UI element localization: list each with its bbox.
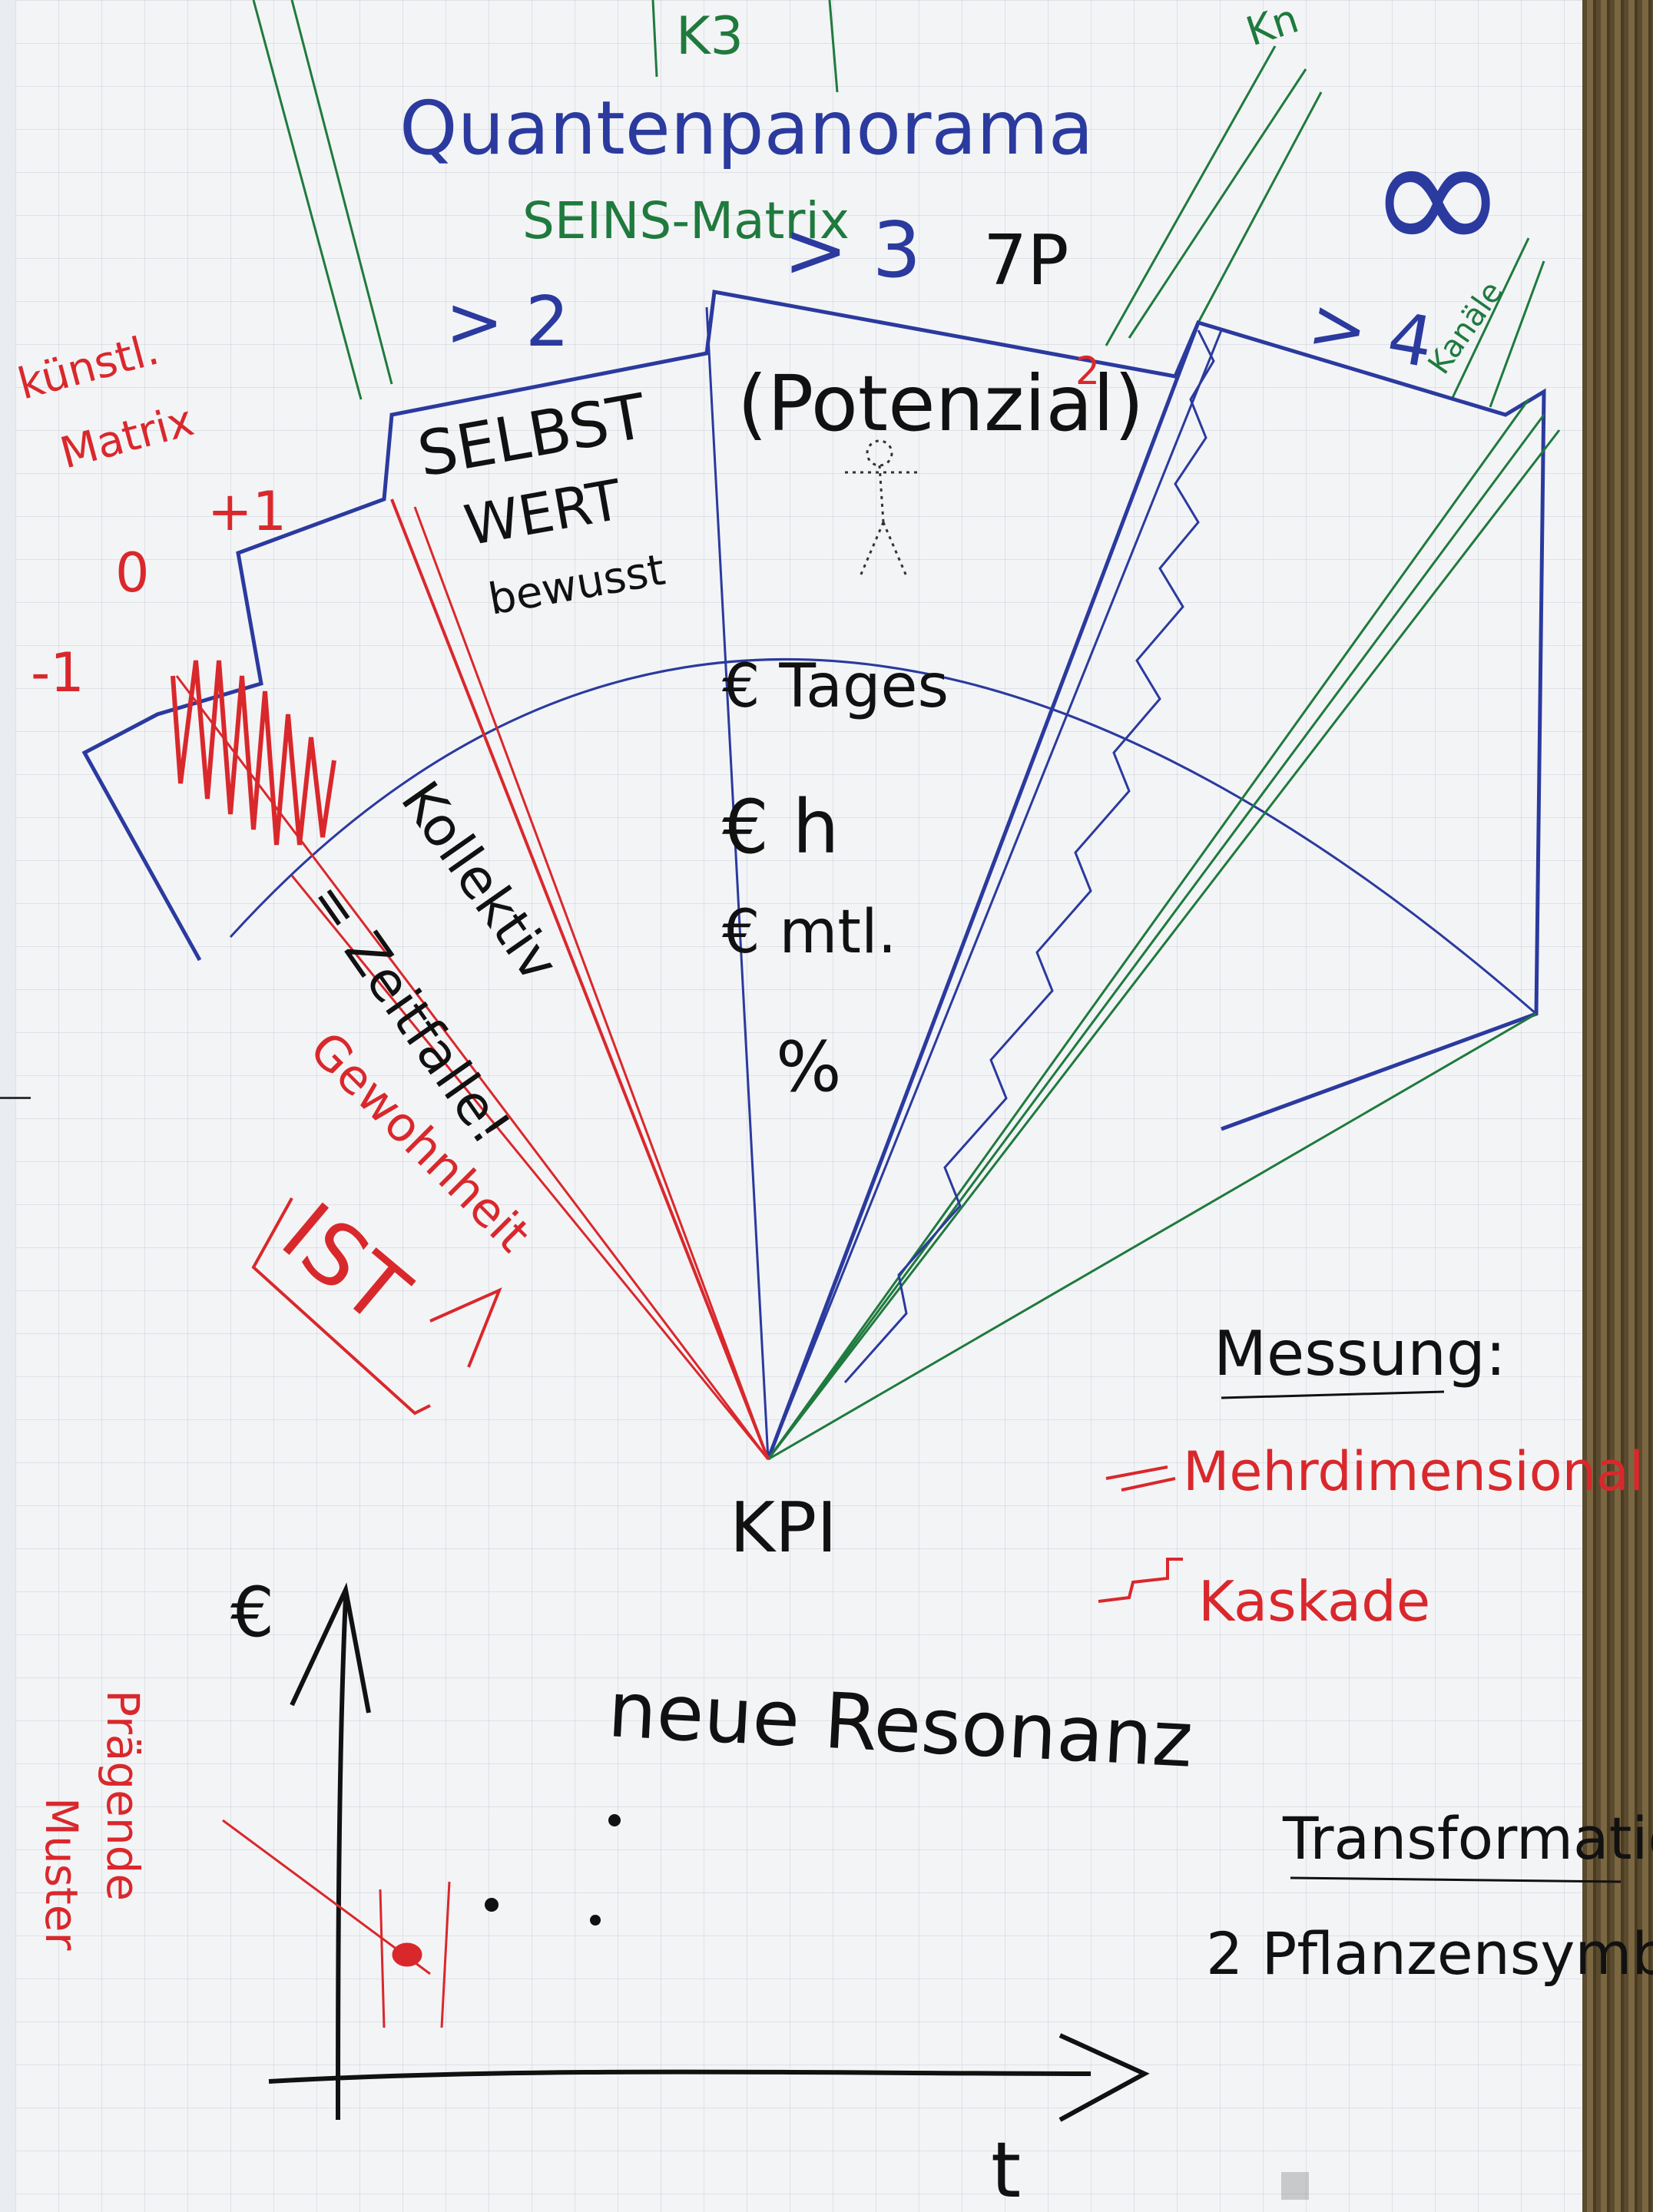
messung-title: Messung: (1214, 1318, 1506, 1389)
matrix-label: Matrix (55, 396, 199, 478)
percent-label: % (776, 1027, 842, 1108)
graph-red-marks (222, 1819, 451, 2028)
graph-y-label: € (230, 1572, 274, 1653)
page-title: Quantenpanorama (399, 85, 1094, 171)
bewusst-label: bewusst (485, 545, 668, 625)
seins-matrix-label: SEINS-Matrix (522, 191, 850, 250)
messung-markers (1098, 1465, 1183, 1603)
messung-item-kaskade: Kaskade (1198, 1569, 1430, 1634)
k3-label: K3 (676, 6, 744, 67)
minus1-label: -1 (31, 641, 84, 704)
graph-dots (485, 1814, 621, 1926)
mtl-label: € mtl. (722, 898, 896, 967)
k3-bracket (651, 0, 658, 78)
potenzial-label: (Potenzial) (737, 359, 1144, 449)
zero-label: 0 (115, 541, 150, 604)
red-scribble (171, 660, 336, 846)
wooden-board-edge (1582, 0, 1653, 2212)
stick-figure-icon (845, 439, 922, 577)
kpi-label: KPI (730, 1488, 837, 1568)
squared-label: 2 (1075, 349, 1100, 393)
edge-mark (0, 1097, 31, 1099)
graph-axes (268, 1582, 1150, 2122)
watermark-logo-icon (1281, 2172, 1309, 2200)
transformation-title: Transformation (1282, 1804, 1653, 1873)
ist-bracket (251, 1197, 431, 1416)
gt3-label: > 3 (783, 205, 921, 295)
plus1-label: +1 (207, 480, 287, 543)
muster-label: Muster (35, 1797, 88, 1950)
fan-rays (175, 306, 1561, 1461)
wert-label: WERT (459, 467, 627, 558)
gt4-label: > 4 (1303, 283, 1439, 383)
kollektiv-label: Kollektiv (389, 770, 571, 993)
messung-underline (1221, 1390, 1445, 1399)
h-label: € h (722, 784, 839, 870)
kunstl-label: künstl. (13, 325, 164, 410)
top-rays (252, 0, 1545, 408)
ist-label: IST (263, 1184, 427, 1343)
zigzag-band (843, 329, 1215, 1383)
fan-inner-arc (229, 657, 1537, 1015)
kn-label: Kn (1241, 0, 1304, 55)
gt2-label: > 2 (446, 282, 569, 363)
transformation-underline (1290, 1876, 1622, 1883)
fp-label: 7P (983, 220, 1069, 301)
infinity-icon: ∞ (1367, 97, 1508, 293)
tages-label: € Tages (722, 652, 949, 721)
pragende-label: Prägende (97, 1690, 149, 1901)
transformation-item: 2 Pflanzensymbole (1206, 1919, 1653, 1988)
graph-x-label: t (991, 2125, 1021, 2212)
watermark (1281, 2171, 1373, 2201)
flipchart-paper (15, 0, 1582, 2212)
neue-resonanz-label: neue Resonanz (606, 1664, 1195, 1785)
messung-item-mehrdimensional: Mehrdimensional (1183, 1440, 1644, 1503)
